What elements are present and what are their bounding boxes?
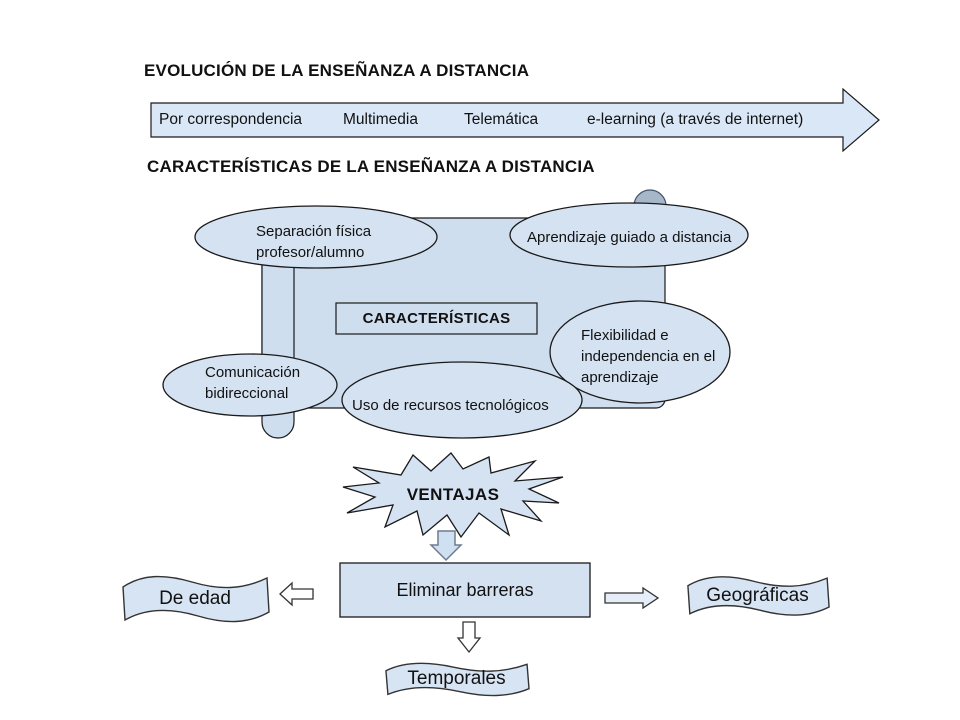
bubble-resources-shape — [341, 361, 583, 439]
timeline-stage-elearning: e-learning (a través de internet) — [587, 111, 804, 128]
timeline-stage-multimedia: Multimedia — [343, 111, 418, 128]
flag-age-shape — [123, 577, 269, 622]
barrier-temporal-label: Temporales — [407, 668, 506, 689]
ventajas-burst-shape — [342, 452, 564, 539]
left-arrow-icon — [279, 581, 314, 607]
bubble-separation-shape — [194, 205, 438, 269]
evolution-title: EVOLUCIÓN DE LA ENSEÑANZA A DISTANCIA — [144, 61, 530, 80]
timeline-stage-telematica: Telemática — [464, 111, 539, 128]
bubble-flexibility-shape — [549, 300, 731, 404]
ventajas-label: VENTAJAS — [406, 485, 500, 504]
flag-geographic-shape — [688, 577, 829, 615]
bubble-separation-label: Separación física profesor/alumno — [256, 223, 372, 261]
timeline-stage-correspondencia: Por correspondencia — [159, 111, 303, 128]
down-arrow-small-icon — [456, 621, 482, 654]
characteristics-title: CARACTERÍSTICAS DE LA ENSEÑANZA A DISTAN… — [147, 157, 595, 176]
center-label-box-shape — [335, 302, 538, 335]
right-arrow-icon — [604, 586, 660, 610]
barrier-geographic-label: Geográficas — [706, 584, 809, 606]
bubble-resources-label: Uso de recursos tecnológicos — [352, 397, 549, 414]
down-arrow-icon — [429, 530, 463, 562]
eliminar-barreras-label: Eliminar barreras — [396, 579, 534, 600]
bubble-communication-shape — [162, 353, 338, 417]
characteristics-center-label: CARACTERÍSTICAS — [362, 310, 511, 327]
timeline-arrow-shape — [150, 87, 880, 153]
eliminar-barreras-box-shape — [339, 562, 591, 618]
barrier-age-label: De edad — [159, 587, 231, 609]
bubble-guided-shape — [509, 202, 749, 268]
flag-temporal-shape — [386, 663, 529, 695]
bubble-flexibility-label: Flexibilidad e independencia en el apren… — [581, 327, 716, 386]
bubble-communication-label: Comunicación bidireccional — [205, 364, 301, 402]
bubble-guided-label: Aprendizaje guiado a distancia — [527, 229, 732, 246]
